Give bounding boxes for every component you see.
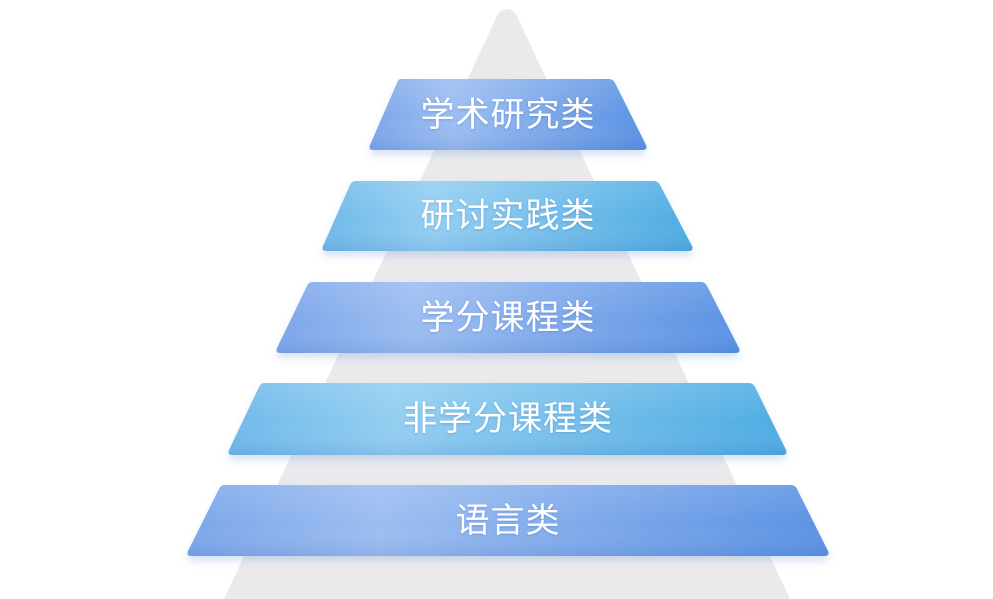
level-3-label: 学分课程类 xyxy=(420,298,596,338)
level-1-label: 学术研究类 xyxy=(420,95,596,135)
level-4-label: 非学分课程类 xyxy=(403,399,613,439)
level-2-label: 研讨实践类 xyxy=(420,196,596,236)
level-5-label: 语言类 xyxy=(455,501,561,541)
